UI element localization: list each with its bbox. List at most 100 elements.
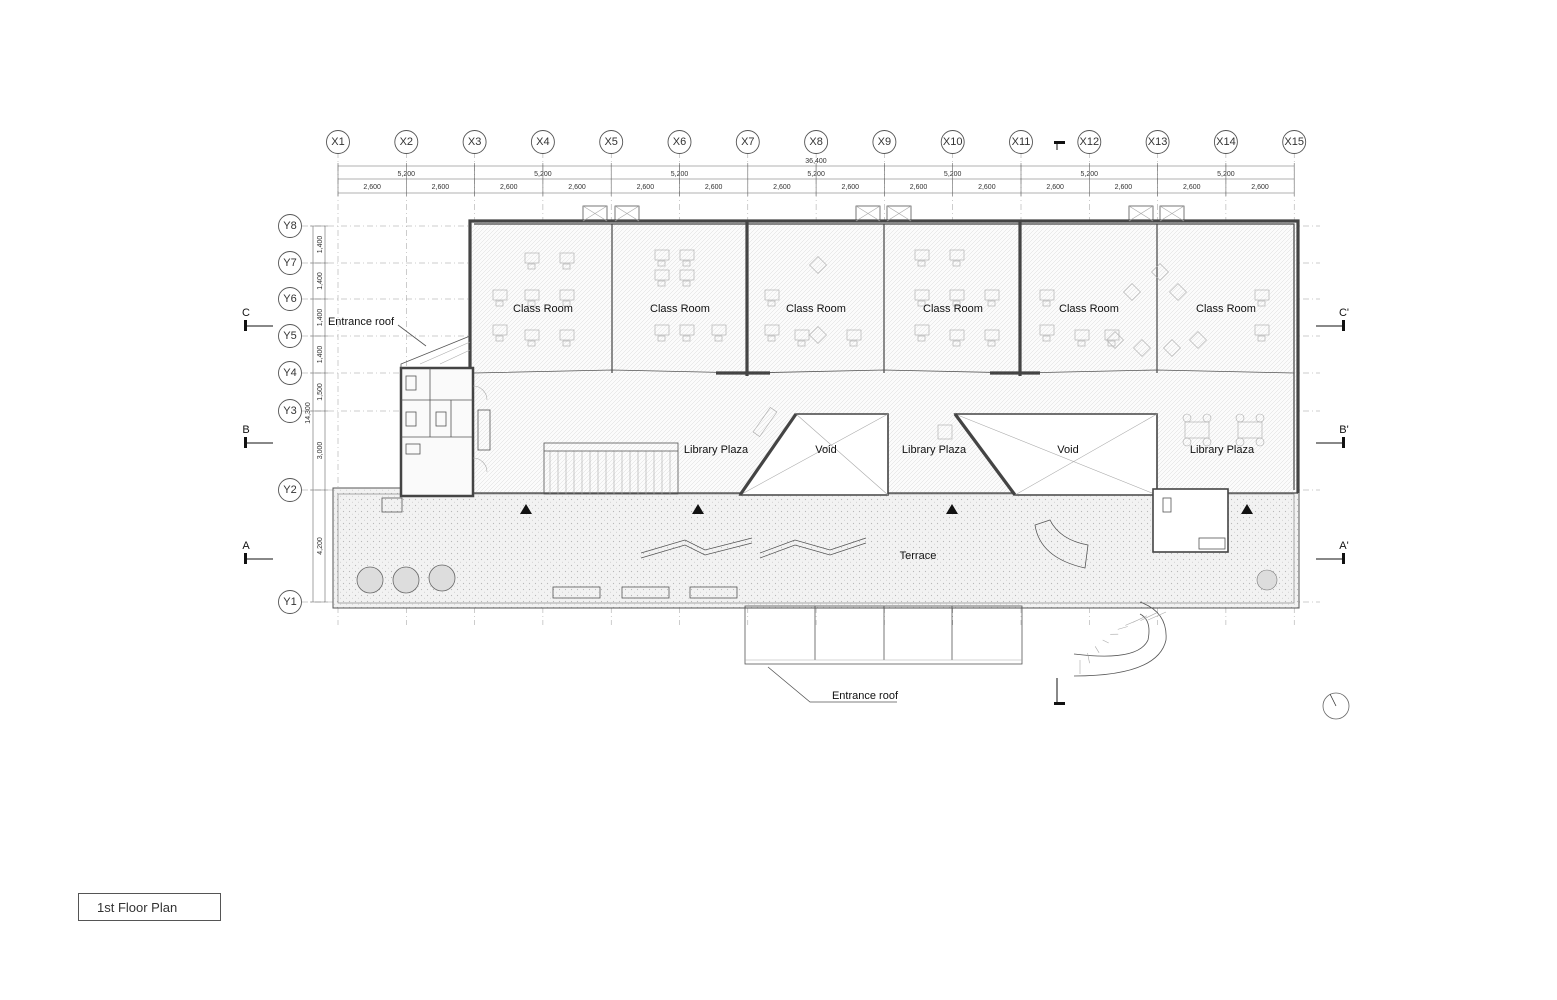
void-1-label: Void — [815, 444, 836, 456]
class-room-4-label: Class Room — [923, 303, 983, 315]
grid-bubble-x — [872, 130, 897, 154]
grid-bubble-x — [1009, 130, 1033, 154]
y-dimension-text: 1,400 — [317, 272, 324, 290]
grid-bubble-y — [278, 399, 302, 423]
entrance-triangle-icon — [692, 504, 704, 514]
north-arrow-icon — [1322, 692, 1350, 720]
grid-bubble-y — [278, 214, 302, 238]
grid-bubble-x — [1213, 130, 1238, 154]
void-areas — [738, 413, 1158, 496]
grid-bubble-x — [1077, 130, 1102, 154]
grid-bubble-y — [278, 478, 302, 502]
section-label-c-left: C — [242, 307, 250, 319]
grid-bubble-x-label: X10 — [943, 136, 963, 148]
roof-vents — [582, 205, 1185, 222]
class-room-6-label: Class Room — [1196, 303, 1256, 315]
grid-bubble-x-label: X13 — [1148, 136, 1168, 148]
y-dimension-text: 3,000 — [317, 442, 324, 460]
grid-bubble-y-label: Y3 — [283, 405, 296, 417]
section-label-c-right: C' — [1339, 307, 1349, 319]
entrance-roof-bottom — [744, 605, 1023, 703]
grid-bubble-x — [599, 130, 624, 154]
y-dimension-text: 4,200 — [317, 537, 324, 555]
entrance-markers — [520, 504, 1253, 514]
grid-bubble-y — [278, 590, 302, 614]
class-room-5-label: Class Room — [1059, 303, 1119, 315]
stair — [543, 442, 679, 495]
grid-bubble-x-label: X1 — [331, 136, 344, 148]
half-bay-dimension-text: 2,600 — [637, 184, 655, 191]
grid-bubble-x-label: X5 — [604, 136, 617, 148]
y-dimension-text: 1,400 — [317, 346, 324, 364]
terrace-features — [356, 497, 1278, 599]
library-plaza-3-label: Library Plaza — [1190, 444, 1255, 456]
half-bay-dimension-text: 2,600 — [910, 184, 928, 191]
section-label-a-left: A — [242, 540, 250, 552]
grid-bubble-x — [940, 130, 965, 154]
grid-bubble-x-label: X7 — [741, 136, 754, 148]
grid-bubble-y-label: Y4 — [283, 367, 296, 379]
grid-bubble-x-label: X9 — [878, 136, 891, 148]
grid-bubble-x — [804, 130, 829, 154]
entrance-triangle-icon — [1241, 504, 1253, 514]
class-room-2-label: Class Room — [650, 303, 710, 315]
class-room-3-label: Class Room — [786, 303, 846, 315]
half-bay-dimension-text: 2,600 — [978, 184, 996, 191]
terrace-kiosk — [1152, 488, 1229, 553]
grid-bubble-y — [278, 361, 302, 385]
half-bay-dimensions: 2,600 2,600 2,600 2,600 2,600 2,600 2,600 2,600… — [337, 163, 1295, 196]
grid-bubble-y-label: Y6 — [283, 293, 296, 305]
grid-bubble-y — [278, 251, 302, 275]
entrance-roof-bottom-label: Entrance roof — [832, 690, 899, 702]
half-bay-dimension-text: 2,600 — [500, 184, 518, 191]
grid-bubble-x — [462, 130, 487, 154]
grid-bubble-y — [278, 324, 302, 348]
entrance-triangle-icon — [946, 504, 958, 514]
grid-bubble-x — [667, 130, 692, 154]
grid-bubble-y-label: Y2 — [283, 484, 296, 496]
half-bay-dimension-text: 2,600 — [1046, 184, 1064, 191]
grid-bubble-x-label: X4 — [536, 136, 549, 148]
grid-bubble-x-label: X14 — [1216, 136, 1236, 148]
overall-dimension: 36,400 — [805, 158, 827, 165]
half-bay-dimension-text: 2,600 — [1183, 184, 1201, 191]
grid-bubble-x — [1282, 130, 1307, 154]
grid-bubble-y-label: Y8 — [283, 220, 296, 232]
grid-bubble-x — [326, 130, 350, 154]
grid-bubble-y-label: Y1 — [283, 596, 296, 608]
section-label-b-left: B — [242, 424, 249, 436]
half-bay-dimension-text: 2,600 — [432, 184, 450, 191]
section-label-a-right: A' — [1339, 540, 1348, 552]
grid-bubble-x-label: X12 — [1080, 136, 1100, 148]
y-dimension-text: 1,400 — [317, 236, 324, 254]
entrance-triangle-icon — [520, 504, 532, 514]
half-bay-dimension-text: 2,600 — [705, 184, 723, 191]
exterior-curved-stair — [1073, 601, 1167, 677]
grid-bubble-x — [394, 130, 419, 154]
class-room-1-label: Class Room — [513, 303, 573, 315]
terrace-area — [332, 487, 1300, 609]
grid-bubble-x — [1145, 130, 1170, 154]
furniture — [492, 249, 1270, 447]
section-label-b-right: B' — [1339, 424, 1348, 436]
entrance-roof-left — [397, 324, 471, 368]
section-markers: C B A C' B' A' — [242, 141, 1349, 705]
grid-bubble-y-label: Y7 — [283, 257, 296, 269]
drawing-title-box: 1st Floor Plan — [78, 893, 221, 921]
half-bay-dimension-text: 2,600 — [363, 184, 381, 191]
y-overall-dimension: 14,300 — [305, 402, 312, 424]
terrace-label: Terrace — [900, 550, 937, 562]
grid-bubble-x-label: X8 — [809, 136, 822, 148]
grid-bubble-x — [735, 130, 760, 154]
grid-bubble-x-label: X6 — [673, 136, 686, 148]
grid-bubble-y-label: Y5 — [283, 330, 296, 342]
grid-bubble-x-label: X3 — [468, 136, 481, 148]
library-plaza-2-label: Library Plaza — [902, 444, 967, 456]
y-dimension-text: 1,500 — [317, 383, 324, 401]
half-bay-dimension-text: 2,600 — [773, 184, 791, 191]
library-plaza-1-label: Library Plaza — [684, 444, 749, 456]
